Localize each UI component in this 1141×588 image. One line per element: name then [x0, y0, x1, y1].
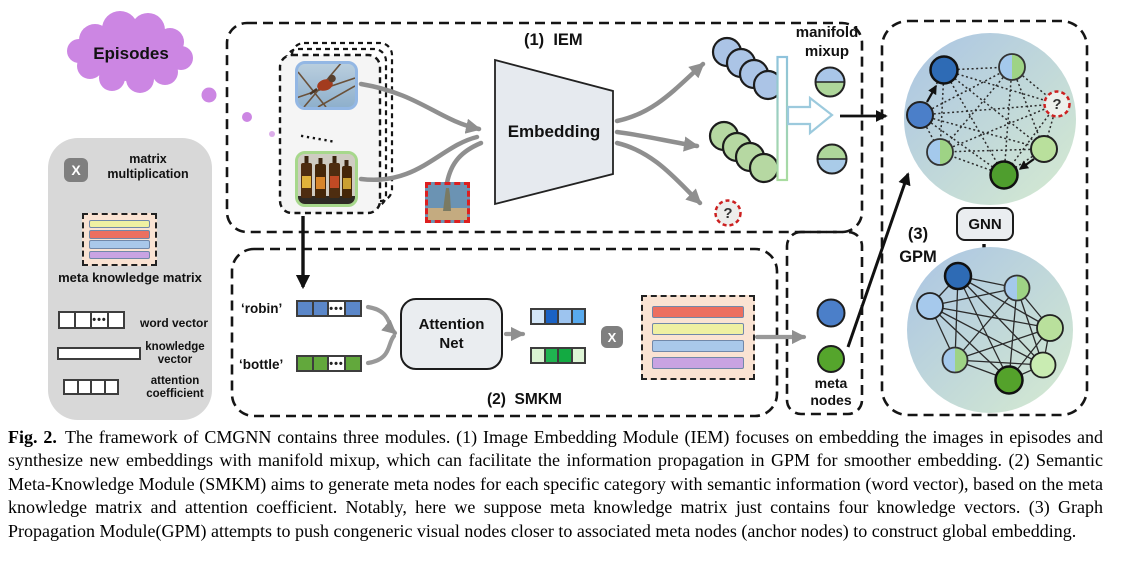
meta-nodes-box — [785, 230, 864, 416]
figure-caption: Fig. 2.The framework of CMGNN contains t… — [8, 426, 1103, 543]
gpm-title: (3) GPM — [899, 225, 937, 266]
attention-net-box: Attention Net — [400, 298, 503, 370]
anchor-node-blue — [929, 55, 959, 85]
visual-node-lightgreen — [1029, 351, 1057, 379]
iem-title: (1) IEM — [524, 31, 583, 49]
meta-node-green — [817, 345, 845, 373]
visual-node-green — [1030, 135, 1058, 163]
legend-matmul-icon: X — [64, 158, 88, 182]
smkm-title: (2) SMKM — [487, 391, 562, 408]
meta-node-blue — [816, 298, 846, 328]
support-image-bottles — [295, 151, 358, 207]
knowledge-bar-purple — [652, 357, 744, 369]
knowledge-bar-red — [652, 306, 744, 318]
matmul-icon: X — [601, 326, 623, 348]
knowledge-bar-blue — [89, 240, 150, 249]
embedding-label: Embedding — [507, 122, 601, 141]
mixup-fork — [776, 55, 834, 182]
attention-coefficient-green — [530, 347, 586, 364]
support-image-robin — [295, 61, 358, 110]
legend-attention-coefficient — [63, 379, 119, 395]
legend-word-vector: ••• — [58, 311, 125, 329]
episodes-label: Episodes — [93, 44, 169, 63]
knowledge-bar-yellow — [89, 219, 150, 229]
svg-text:?: ? — [723, 205, 732, 222]
mixup-circle-top — [814, 66, 846, 98]
episodes-cloud — [67, 11, 193, 93]
legend-mkm-label: meta knowledge matrix — [58, 270, 202, 285]
attention-net-label: Attention Net — [418, 316, 485, 352]
iem-box — [225, 21, 864, 234]
bottle-word-vector: ••• — [296, 355, 362, 372]
mixup-circle-bottom — [816, 143, 848, 175]
mixup-node-bottom — [926, 138, 954, 166]
legend-attention-coefficient-label: attention coefficient — [146, 375, 204, 400]
mixup-node-2b — [941, 346, 969, 374]
bottle-word-label: ‘bottle’ — [239, 357, 284, 372]
visual-node-blue — [906, 101, 934, 129]
legend-meta-knowledge-matrix — [82, 213, 157, 266]
diagram-svg: ? — [67, 11, 1089, 418]
query-embedding-node: ? — [714, 199, 742, 227]
legend-word-vector-label: word vector — [140, 316, 209, 330]
knowledge-bar-yellow — [652, 323, 744, 335]
legend-knowledge-vector — [57, 347, 141, 360]
visual-node-green-2 — [1036, 314, 1064, 342]
meta-node-circles — [816, 298, 846, 373]
gpm-graph-initial: ? — [906, 53, 1071, 190]
cloud-trail-dots — [201, 87, 275, 137]
iem-output-arrows — [614, 61, 706, 206]
robin-word-label: ‘robin’ — [241, 301, 283, 316]
svg-text:?: ? — [1052, 96, 1061, 113]
mixup-node-top — [998, 53, 1026, 81]
gpm-graph-propagated — [916, 261, 1064, 395]
knowledge-bar-red — [89, 230, 150, 239]
query-node-top-graph: ? — [1043, 90, 1071, 118]
knowledge-bar-blue — [652, 340, 744, 352]
smkm-meta-knowledge-matrix — [641, 295, 755, 380]
iem-input-arrows — [358, 81, 484, 186]
blue-embedding-chain — [711, 36, 784, 101]
meta-nodes-label: meta nodes — [810, 375, 852, 408]
query-image — [425, 182, 470, 223]
visual-node-lightblue — [916, 292, 944, 320]
gnn-box: GNN — [956, 207, 1014, 241]
legend-matmul-label: matrix multiplication — [107, 152, 189, 181]
smkm-box — [230, 247, 779, 418]
anchor-node-blue-2 — [943, 261, 973, 291]
anchor-node-green — [989, 160, 1019, 190]
robin-word-vector: ••• — [296, 300, 362, 317]
green-embedding-chain — [708, 120, 780, 184]
legend-panel — [48, 138, 212, 420]
knowledge-bar-purple — [89, 250, 150, 260]
embedding-trapezoid — [494, 58, 614, 206]
manifold-mixup-label: manifold mixup — [795, 24, 859, 60]
caption-text: The framework of CMGNN contains three mo… — [8, 427, 1104, 541]
attention-coefficient-blue — [530, 308, 586, 325]
mixup-node-2a — [1003, 274, 1031, 302]
legend-knowledge-vector-label: knowledge vector — [145, 341, 205, 366]
anchor-node-green-2 — [994, 365, 1024, 395]
smkm-arrows — [365, 304, 807, 366]
caption-label: Fig. 2. — [8, 427, 57, 447]
